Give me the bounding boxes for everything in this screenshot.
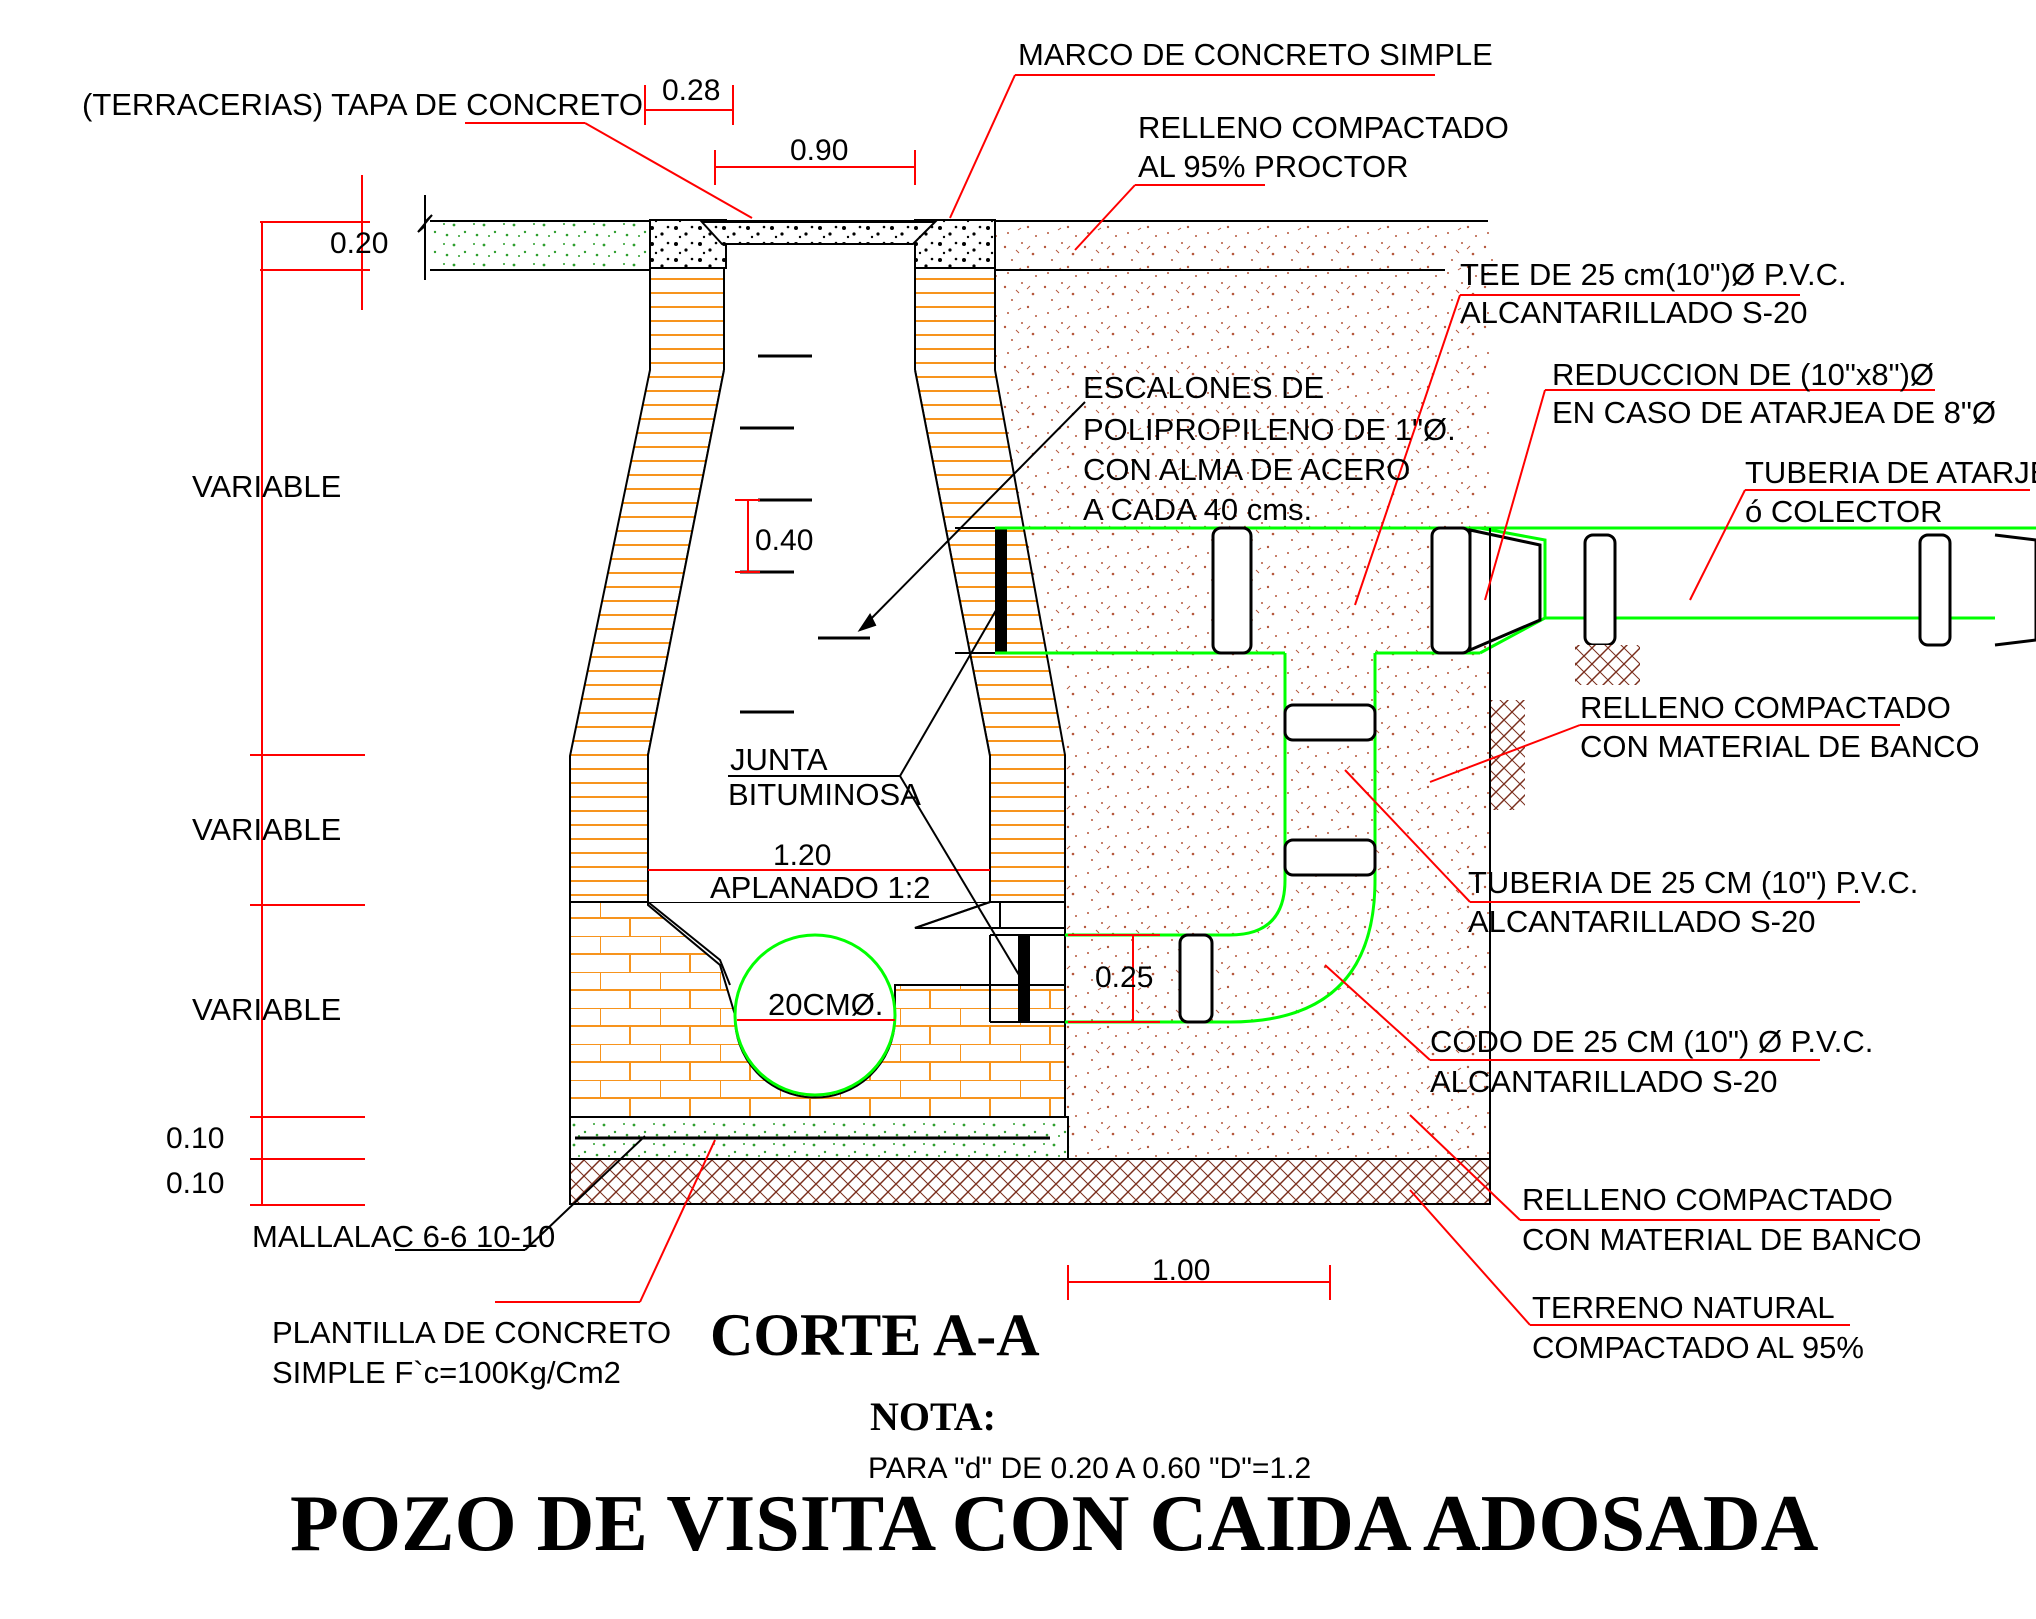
label-tee-line1: TEE DE 25 cm(10")Ø P.V.C. <box>1460 257 1847 292</box>
label-tee-line2: ALCANTARILLADO S-20 <box>1460 295 1807 330</box>
bitumen-joint-lower <box>1018 935 1030 1023</box>
drawing-title: POZO DE VISITA CON CAIDA ADOSADA <box>290 1480 1819 1568</box>
bitumen-joint-upper <box>995 528 1007 653</box>
label-plantilla-line1: PLANTILLA DE CONCRETO <box>272 1315 671 1350</box>
bench-aplanado <box>647 901 731 986</box>
surface-gravel-left <box>430 222 650 270</box>
label-escalones-line3: CON ALMA DE ACERO <box>1083 452 1410 487</box>
natural-ground-patch-1 <box>1575 645 1640 685</box>
label-reduccion-line1: REDUCCION DE (10"x8")Ø <box>1552 357 1934 392</box>
manhole-cover <box>699 221 938 245</box>
label-diam-20: 20CMØ. <box>768 987 883 1022</box>
label-escalones-line1: ESCALONES DE <box>1083 370 1324 405</box>
bench-right <box>914 901 1065 929</box>
shaft-inner-line-r2 <box>914 369 991 757</box>
shaft-inner-line-l2 <box>647 369 725 756</box>
dim-120: 1.20 <box>773 839 831 872</box>
dim-variable-3: VARIABLE <box>192 992 341 1027</box>
label-junta-line2: BITUMINOSA <box>728 777 921 812</box>
label-reduccion-line2: EN CASO DE ATARJEA DE 8"Ø <box>1552 395 1996 430</box>
dim-100: 1.00 <box>1152 1254 1210 1287</box>
dim-040: 0.40 <box>755 524 813 557</box>
label-tapa: (TERRACERIAS) TAPA DE CONCRETO <box>82 87 643 122</box>
label-plantilla-line2: SIMPLE F`c=100Kg/Cm2 <box>272 1355 621 1390</box>
dimension-lines <box>250 85 1331 1300</box>
label-codo-line2: ALCANTARILLADO S-20 <box>1430 1064 1777 1099</box>
black-leader-lines <box>395 401 1086 1251</box>
label-marco: MARCO DE CONCRETO SIMPLE <box>1018 37 1493 72</box>
label-relleno95-line2: AL 95% PROCTOR <box>1138 149 1408 184</box>
label-relleno-banco-a-line2: CON MATERIAL DE BANCO <box>1580 729 1980 764</box>
dim-010a: 0.10 <box>166 1122 224 1155</box>
label-tuberia-atarjea-line2: ó COLECTOR <box>1745 494 1943 529</box>
label-terreno-line2: COMPACTADO AL 95% <box>1532 1330 1864 1365</box>
leader-lines <box>465 74 2030 1326</box>
dim-variable-2: VARIABLE <box>192 812 341 847</box>
natural-ground-base <box>569 1158 1491 1205</box>
label-relleno-banco-b-line1: RELLENO COMPACTADO <box>1522 1182 1893 1217</box>
dim-variable-1: VARIABLE <box>192 469 341 504</box>
channel-pipe-20cm <box>733 933 897 1097</box>
label-relleno-banco-a-line1: RELLENO COMPACTADO <box>1580 690 1951 725</box>
dim-090: 0.90 <box>790 134 848 167</box>
compacted-fill-zone <box>990 222 1495 1158</box>
note-heading: NOTA: <box>870 1394 996 1439</box>
section-title: CORTE A-A <box>710 1302 1040 1368</box>
break-symbol <box>417 195 433 280</box>
pipe-couplings <box>1178 526 2036 1024</box>
label-escalones-line2: POLIPROPILENO DE 1"Ø. <box>1083 412 1456 447</box>
label-relleno-banco-b-line2: CON MATERIAL DE BANCO <box>1522 1222 1922 1257</box>
inner-shaft-void <box>648 268 990 902</box>
label-codo-line1: CODO DE 25 CM (10") Ø P.V.C. <box>1430 1024 1873 1059</box>
dim-020: 0.20 <box>330 227 388 260</box>
dim-010b: 0.10 <box>166 1167 224 1200</box>
dim-025: 0.25 <box>1095 961 1153 994</box>
label-tuberia25-line2: ALCANTARILLADO S-20 <box>1468 904 1815 939</box>
label-aplanado: APLANADO 1:2 <box>710 870 931 905</box>
label-terreno-line1: TERRENO NATURAL <box>1532 1290 1835 1325</box>
label-escalones-line4: A CADA 40 cms. <box>1083 492 1312 527</box>
dim-028: 0.28 <box>662 74 720 107</box>
note-text: PARA "d" DE 0.20 A 0.60 "D"=1.2 <box>868 1452 1311 1485</box>
label-relleno95-line1: RELLENO COMPACTADO <box>1138 110 1509 145</box>
label-tuberia25-line1: TUBERIA DE 25 CM (10") P.V.C. <box>1468 865 1918 900</box>
label-junta-line1: JUNTA <box>730 742 828 777</box>
label-tuberia-atarjea-line1: TUBERIA DE ATARJEA <box>1745 455 2036 490</box>
ladder-steps <box>740 354 870 714</box>
label-malla: MALLALAC 6-6 10-10 <box>252 1219 555 1254</box>
natural-ground-patch-2 <box>1490 700 1525 810</box>
